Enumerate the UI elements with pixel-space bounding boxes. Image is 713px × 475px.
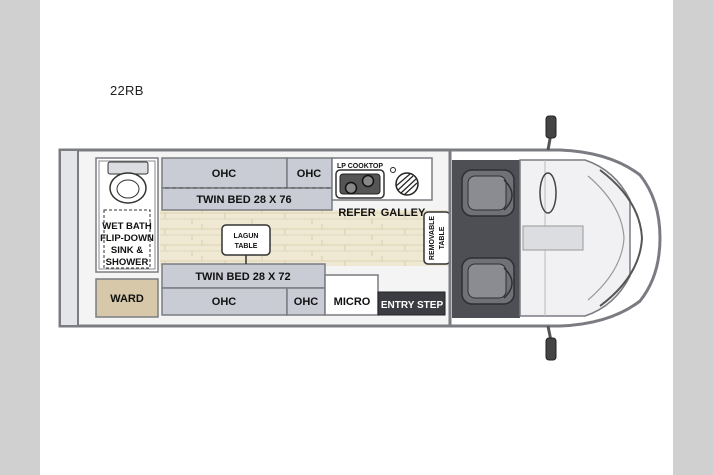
twin-bed-bottom-label: TWIN BED 28 X 72 xyxy=(195,271,290,283)
ohc-top-left xyxy=(161,157,288,189)
center-console xyxy=(522,225,584,251)
wet-bath-label-1: WET BATH xyxy=(102,221,152,232)
rear-wall xyxy=(59,149,79,327)
entry-step xyxy=(377,291,446,316)
burner-1-icon xyxy=(344,181,358,195)
lagun-table-label-1: LAGUN xyxy=(234,233,259,240)
twin-bed-top-label: TWIN BED 28 X 76 xyxy=(196,194,291,206)
wet-bath-label-2: FLIP-DOWN xyxy=(100,233,154,244)
passenger-seat-icon xyxy=(461,257,515,305)
floor xyxy=(160,210,450,266)
wardrobe xyxy=(95,278,159,318)
lp-cooktop-label: LP COOKTOP xyxy=(337,163,383,170)
left-mirror-icon xyxy=(545,115,557,151)
lagun-table-label-2: TABLE xyxy=(235,243,258,250)
removable-table-label-2: TABLE xyxy=(439,226,446,249)
wet-bath-label-4: SHOWER xyxy=(106,257,149,268)
ohc-top-right-label: OHC xyxy=(297,168,322,180)
refer-label: REFER xyxy=(338,207,375,219)
driver-seat-icon xyxy=(461,169,515,217)
faucet-icon xyxy=(390,167,396,173)
twin-bed-bottom xyxy=(161,263,326,289)
removable-table-label-1: REMOVABLE xyxy=(429,216,436,261)
flip-down-sink-outline xyxy=(103,209,151,269)
ohc-top-left-label: OHC xyxy=(212,168,237,180)
windshield xyxy=(599,169,644,307)
ohc-top-right xyxy=(286,157,333,189)
right-mirror-icon xyxy=(545,325,557,361)
micro-label: MICRO xyxy=(334,296,371,308)
removable-table xyxy=(423,211,451,265)
ohc-bottom-right xyxy=(286,287,326,316)
lagun-table xyxy=(221,224,271,256)
toilet-icon xyxy=(107,161,149,204)
ohc-bottom-left-label: OHC xyxy=(212,296,237,308)
burner-2-icon xyxy=(361,174,375,188)
steering-wheel-icon xyxy=(539,172,557,214)
model-name: 22RB xyxy=(110,83,144,98)
microwave xyxy=(324,274,379,316)
wet-bath-label-3: SINK & xyxy=(111,245,143,256)
ohc-bottom-right-label: OHC xyxy=(294,296,319,308)
sink-icon xyxy=(395,172,419,196)
galley-label: GALLEY xyxy=(381,207,426,219)
entry-step-label: ENTRY STEP xyxy=(381,300,444,311)
ward-label: WARD xyxy=(110,293,144,305)
